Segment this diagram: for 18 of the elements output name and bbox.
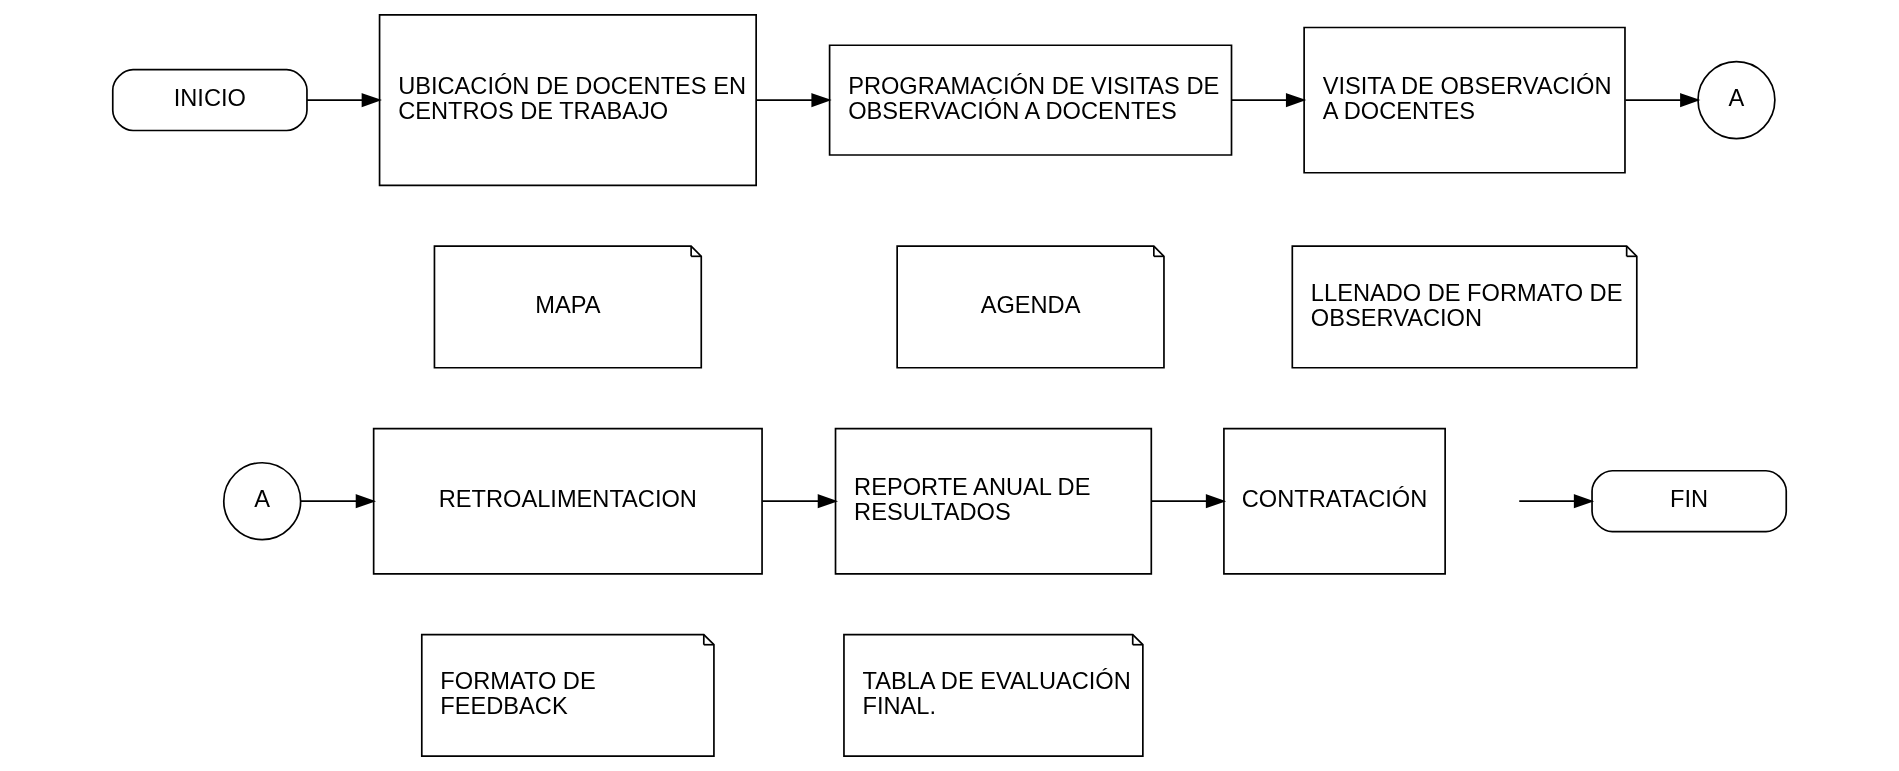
node-box: UBICACIÓN DE DOCENTES EN CENTROS DE TRABAJO [378, 14, 757, 187]
node-box: PROGRAMACIÓN DE VISITAS DE OBSERVACIÓN A DOCENTES [828, 44, 1233, 156]
node-box: FIN [1591, 469, 1788, 533]
node-box: REPORTE ANUAL DE RESULTADOS [834, 427, 1153, 575]
arrow [300, 494, 376, 509]
node-box: CONTRATACIÓN [1223, 427, 1446, 575]
node-circle: A [1697, 60, 1776, 140]
node-box: INICIO [111, 68, 308, 132]
node-box: VISITA DE OBSERVACIÓN A DOCENTES [1303, 26, 1626, 174]
node-box: RETROALIMENTACION [372, 427, 763, 575]
arrow [1518, 494, 1595, 509]
arrow [755, 93, 832, 108]
arrow [306, 93, 382, 108]
arrow [1231, 93, 1307, 108]
node-circle: A [222, 461, 302, 541]
arrow [1150, 494, 1227, 509]
arrow [1624, 93, 1701, 108]
arrow [761, 494, 838, 509]
